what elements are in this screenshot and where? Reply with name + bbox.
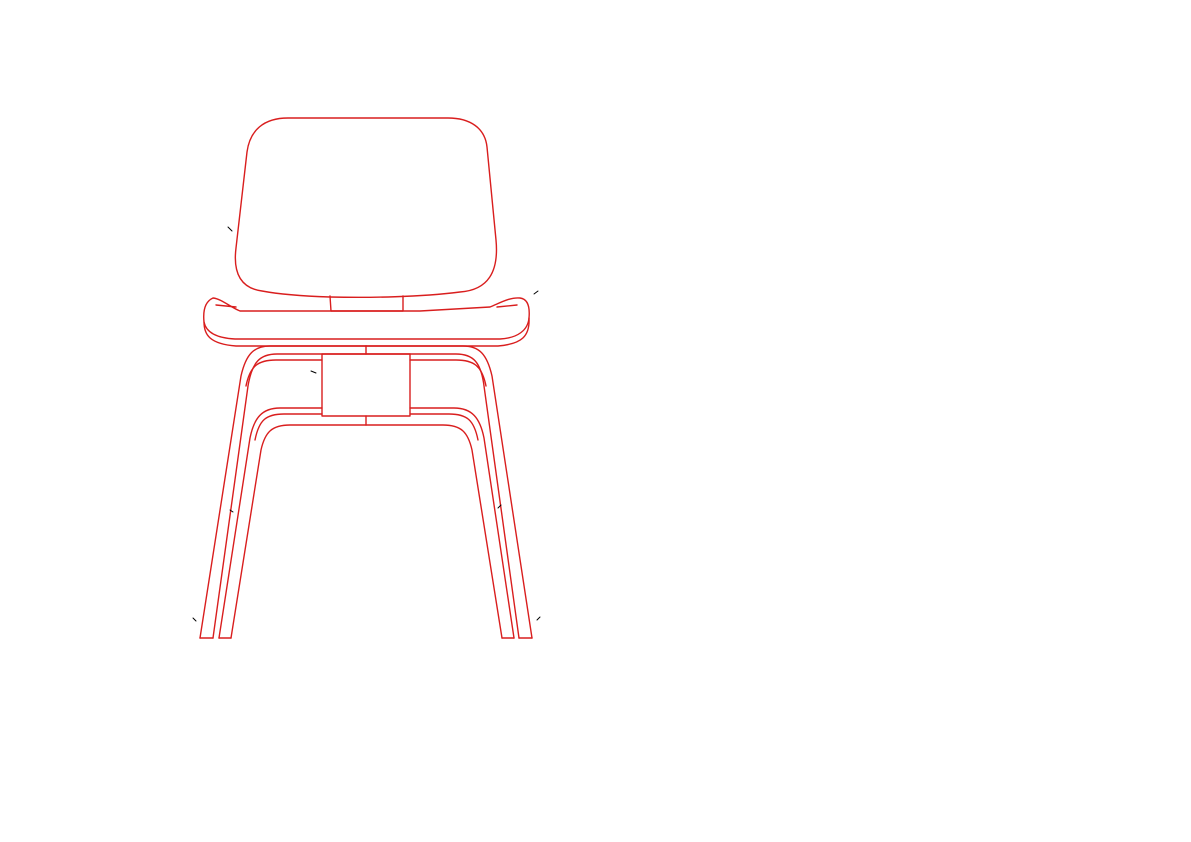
leg-right-lower-ply-line [409, 413, 479, 441]
annotation-tick [497, 504, 502, 509]
leg-left-lower-ply-line [254, 413, 323, 441]
chair-backrest [234, 117, 498, 312]
chair-leg-frame [199, 345, 533, 639]
seat-top-outline [203, 297, 530, 340]
annotation-tick [192, 617, 197, 622]
annotation-tick [229, 509, 234, 513]
annotation-ticks [192, 226, 541, 622]
annotation-tick [536, 616, 541, 621]
chair [199, 117, 533, 639]
leg-right-outer [365, 345, 533, 639]
annotation-tick [310, 370, 317, 374]
leg-left-outer [199, 345, 367, 639]
backrest-bracket [329, 295, 404, 312]
leg-right-ply-line [409, 359, 487, 387]
leg-right-inner [365, 407, 515, 639]
annotation-tick [227, 226, 233, 232]
seat-inner-contour-left [215, 304, 237, 308]
leg-left-ply-line [245, 359, 323, 387]
leg-left-inner [218, 407, 367, 639]
center-mount-block [321, 353, 411, 417]
chair-seat [203, 297, 530, 347]
seat-inner-contour-right [496, 304, 518, 308]
backrest-outline [234, 117, 498, 299]
annotation-tick [533, 290, 539, 295]
seat-bottom-edge [203, 317, 530, 347]
